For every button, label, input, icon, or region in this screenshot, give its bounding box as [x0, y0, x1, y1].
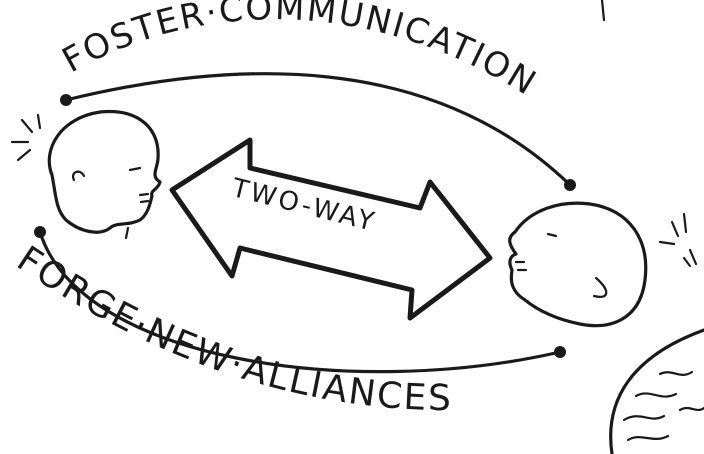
sparkle-icon	[658, 212, 698, 268]
top-label: FOSTER·COMMUNICATION	[56, 0, 542, 104]
top-label-text: FOSTER·COMMUNICATION	[56, 0, 544, 104]
sparkle-icon	[10, 113, 42, 162]
bottom-left-endpoint	[34, 226, 46, 238]
double-headed-arrow-icon: TWO-WAY	[169, 137, 493, 321]
bottom-label: FORGE·NEW·ALLIANCES	[10, 239, 451, 420]
top-connection-line	[60, 72, 576, 191]
bottom-connection-line	[34, 226, 566, 374]
top-left-endpoint	[60, 94, 72, 106]
left-face-icon	[47, 109, 162, 240]
globe-icon	[609, 328, 704, 454]
top-mark	[600, 0, 606, 22]
bottom-label-text: FORGE·NEW·ALLIANCES	[10, 239, 453, 420]
bottom-right-endpoint	[554, 346, 566, 358]
top-right-endpoint	[564, 179, 576, 191]
right-face-icon	[508, 201, 648, 328]
